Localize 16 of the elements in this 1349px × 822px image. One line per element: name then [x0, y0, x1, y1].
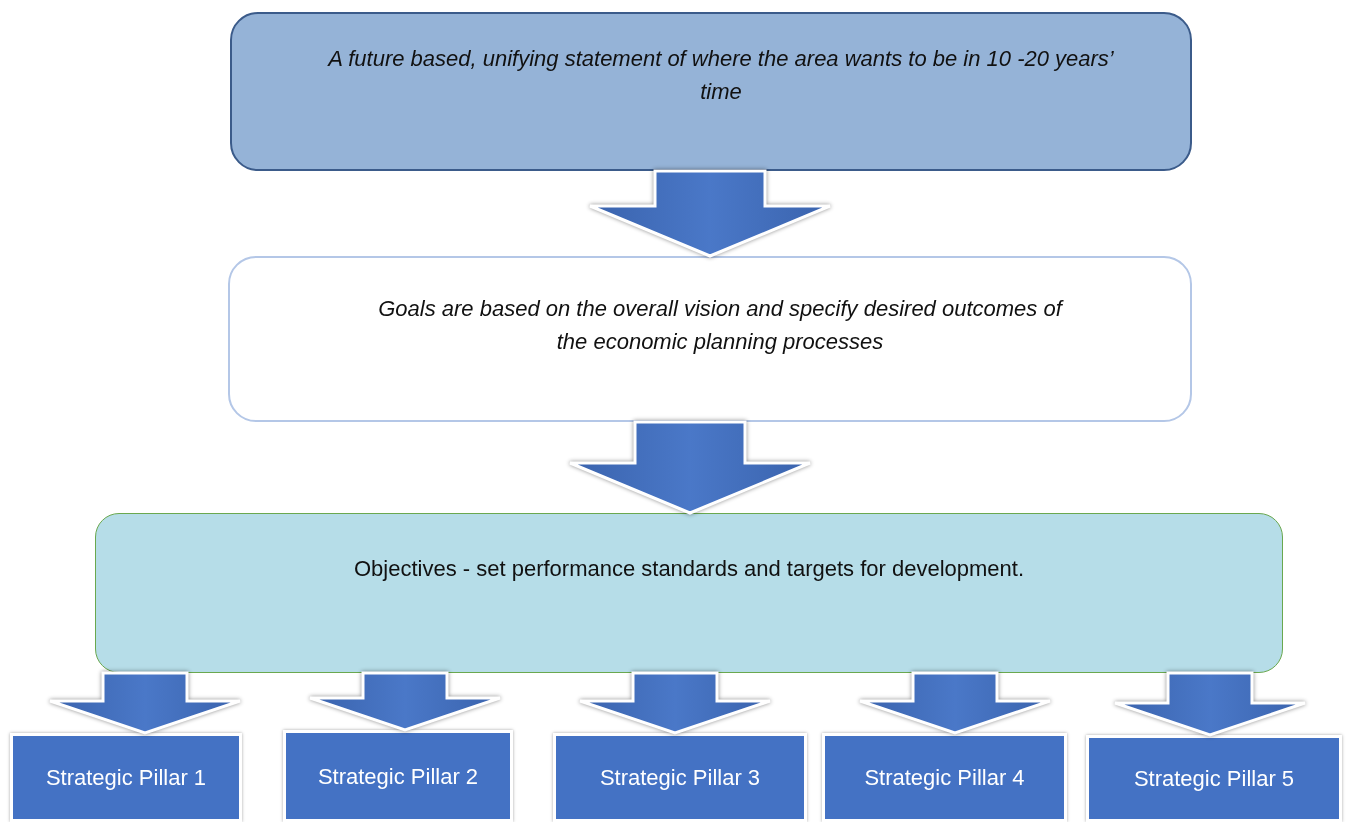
- node-text: Strategic Pillar 2: [317, 762, 479, 791]
- node-text: A future based, unifying statement of where the area wants to be in 10 -20 years’ time: [326, 45, 1115, 106]
- pillar-box: [822, 733, 1067, 822]
- pillar-box: [283, 730, 513, 822]
- node-text: Strategic Pillar 5: [1133, 765, 1295, 793]
- node-text: Goals are based on the overall vision and specify desired outcomes of the economic planning processes: [377, 295, 1065, 356]
- node-text: Strategic Pillar 1: [45, 764, 207, 792]
- process-box: [95, 513, 1283, 673]
- pillar-box: [1086, 735, 1342, 822]
- pillar-box: [553, 733, 807, 822]
- process-box: [230, 12, 1192, 171]
- process-box: [228, 256, 1192, 422]
- node-text: Strategic Pillar 4: [864, 764, 1025, 792]
- node-text: Objectives - set performance standards and targets for development.: [353, 555, 1025, 583]
- pillar-box: [10, 733, 242, 822]
- node-text: Strategic Pillar 3: [599, 764, 761, 792]
